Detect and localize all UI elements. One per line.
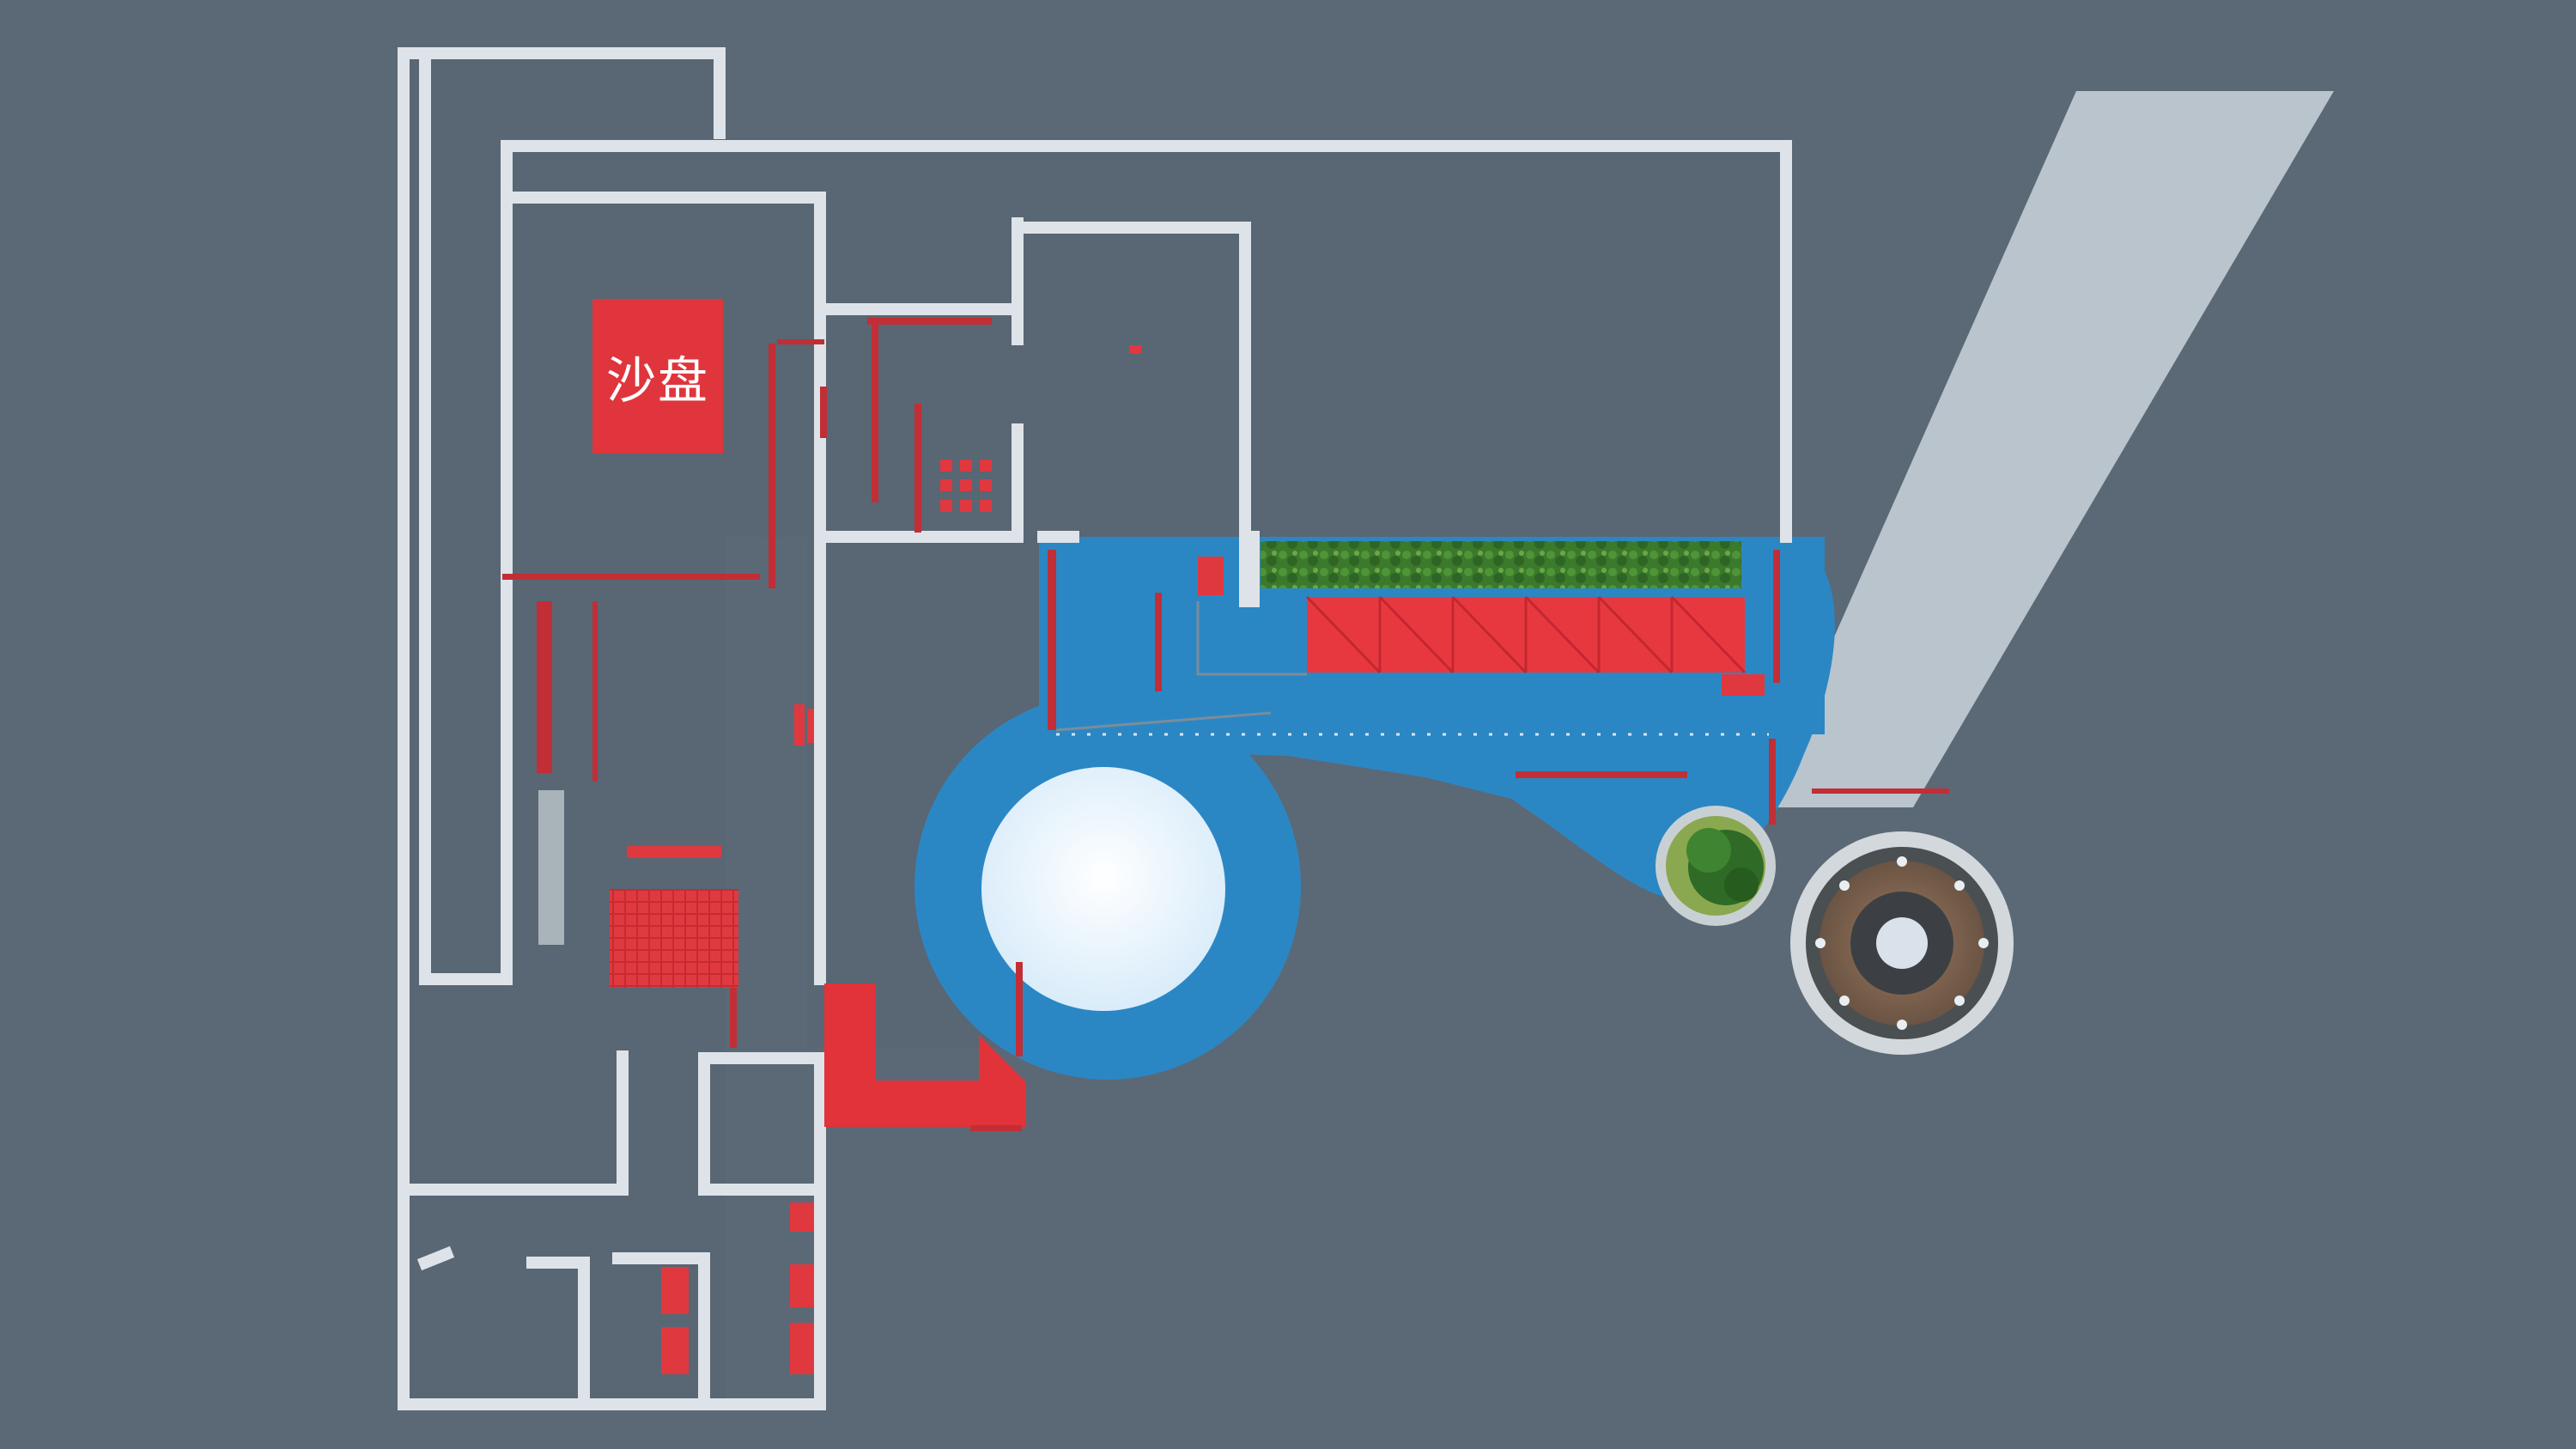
display-counter <box>538 790 564 945</box>
diagonal-walkway <box>1759 91 2334 807</box>
lawn-strip <box>1261 541 1741 588</box>
walls <box>398 47 1792 1410</box>
building-floor <box>404 47 1788 1409</box>
display-panels <box>502 318 1949 1131</box>
red-entrance-ramp <box>824 983 1026 1127</box>
plaza-rail <box>1196 601 1307 676</box>
sandbox-model <box>592 299 723 454</box>
display-stage <box>610 889 738 988</box>
canopy-roof <box>1305 595 1747 674</box>
dome-pavilion <box>981 767 1225 1011</box>
seating-units <box>627 345 1765 1374</box>
fountain <box>1790 831 2014 1055</box>
round-planter <box>1656 806 1776 926</box>
plaza-rail <box>1055 711 1272 732</box>
